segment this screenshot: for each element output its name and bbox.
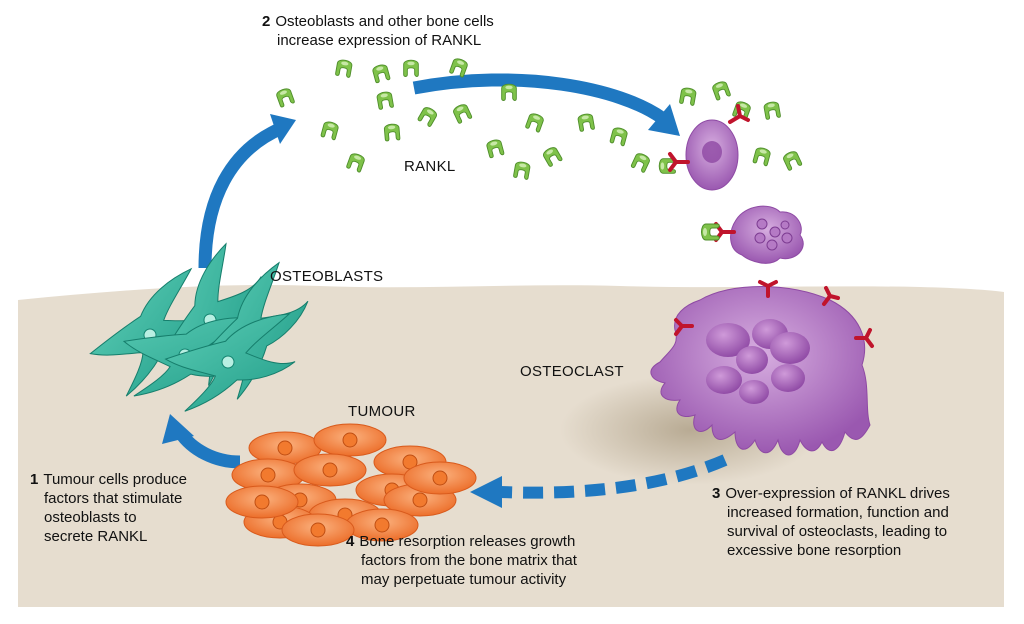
arrow-osteoblasts-up-head	[270, 114, 296, 144]
arrow-resorption-to-tumour-head	[470, 476, 502, 508]
step-1-line: osteoblasts to	[44, 509, 137, 526]
step-4-line: Bone resorption releases growth	[359, 533, 576, 550]
osteoblast-cell	[164, 313, 296, 412]
rankl-molecule-icon	[448, 56, 470, 78]
rankl-molecule-icon	[485, 138, 505, 159]
osteoblasts	[89, 242, 309, 412]
rank-receptor-icon	[674, 280, 874, 348]
rankl-molecule-icon	[576, 112, 596, 133]
rankl-molecule-icon	[512, 160, 532, 181]
step-2-number: 2	[262, 13, 271, 30]
tumour-cell	[345, 508, 419, 542]
rankl-molecule-icon	[451, 102, 473, 125]
rankl-molecule-icon	[403, 59, 419, 77]
tumour-cell	[248, 431, 322, 465]
tumour-cell	[281, 513, 355, 547]
osteoclast-precursor	[685, 119, 739, 191]
step-1-line: secrete RANKL	[44, 528, 148, 545]
step-4-line: factors from the bone matrix that	[361, 552, 577, 569]
step-3-line: survival of osteoclasts, leading to	[727, 523, 948, 540]
step-2-line: increase expression of RANKL	[277, 32, 482, 49]
osteoclast-fusing	[730, 205, 804, 264]
tumour-cells	[225, 423, 477, 547]
rankl-molecule-icon	[541, 145, 564, 168]
rank-receptor-icon	[668, 104, 750, 172]
tumour-cell	[225, 485, 299, 519]
rankl-molecule-icon	[416, 105, 439, 128]
rankl-molecule-icon	[345, 151, 367, 173]
step-3-line: increased formation, function and	[727, 504, 949, 521]
tumour-cell	[313, 423, 387, 457]
arrow-tumour-to-blasts-head	[162, 414, 194, 444]
step-4-number: 4	[346, 533, 355, 550]
arrow-rankl-to-cell	[412, 73, 666, 124]
rankl-molecule-icon	[752, 146, 772, 167]
rankl-molecule-icon	[524, 111, 546, 133]
step-1-line: Tumour cells produce	[43, 471, 188, 488]
step-2-line: Osteoblasts and other bone cells	[275, 13, 494, 30]
rankl-molecule-icon	[609, 126, 629, 147]
rankl-molecule-icon	[762, 100, 782, 121]
arrow-rankl-to-cell-head	[648, 104, 680, 136]
tumour-cell	[403, 461, 477, 495]
arrow-osteoblasts-up	[198, 122, 285, 269]
arrow-resorption-to-tumour	[499, 454, 728, 499]
rankl-molecule-icon	[678, 86, 698, 107]
step-3-line: Over-expression of RANKL drives	[725, 485, 950, 502]
rankl-molecule-icon	[501, 83, 517, 101]
rankl-molecule-icon	[710, 79, 732, 101]
rankl-molecule-icon	[375, 90, 395, 111]
rankl-molecule-icon	[781, 149, 803, 172]
tumour-cell	[293, 453, 367, 487]
step-3-line: excessive bone resorption	[727, 542, 902, 559]
osteoclast-mature	[650, 286, 871, 456]
osteoclast-label: OSTEOCLAST	[520, 363, 624, 380]
rankl-molecule-icon	[320, 120, 340, 141]
step-1-line: factors that stimulate	[44, 490, 183, 507]
rankl-molecule-icon	[334, 58, 354, 79]
rankl-label: RANKL	[404, 158, 456, 175]
rankl-molecule-icon	[383, 123, 401, 142]
step-4-line: may perpetuate tumour activity	[361, 571, 567, 588]
osteoblasts-label: OSTEOBLASTS	[270, 268, 384, 285]
tumour-label: TUMOUR	[348, 403, 416, 420]
rankl-molecule-icon	[630, 151, 652, 174]
step-3-number: 3	[712, 485, 721, 502]
rankl-molecule-icon	[371, 63, 391, 84]
rankl-molecule-icon	[274, 86, 296, 108]
step-1-number: 1	[30, 471, 39, 488]
